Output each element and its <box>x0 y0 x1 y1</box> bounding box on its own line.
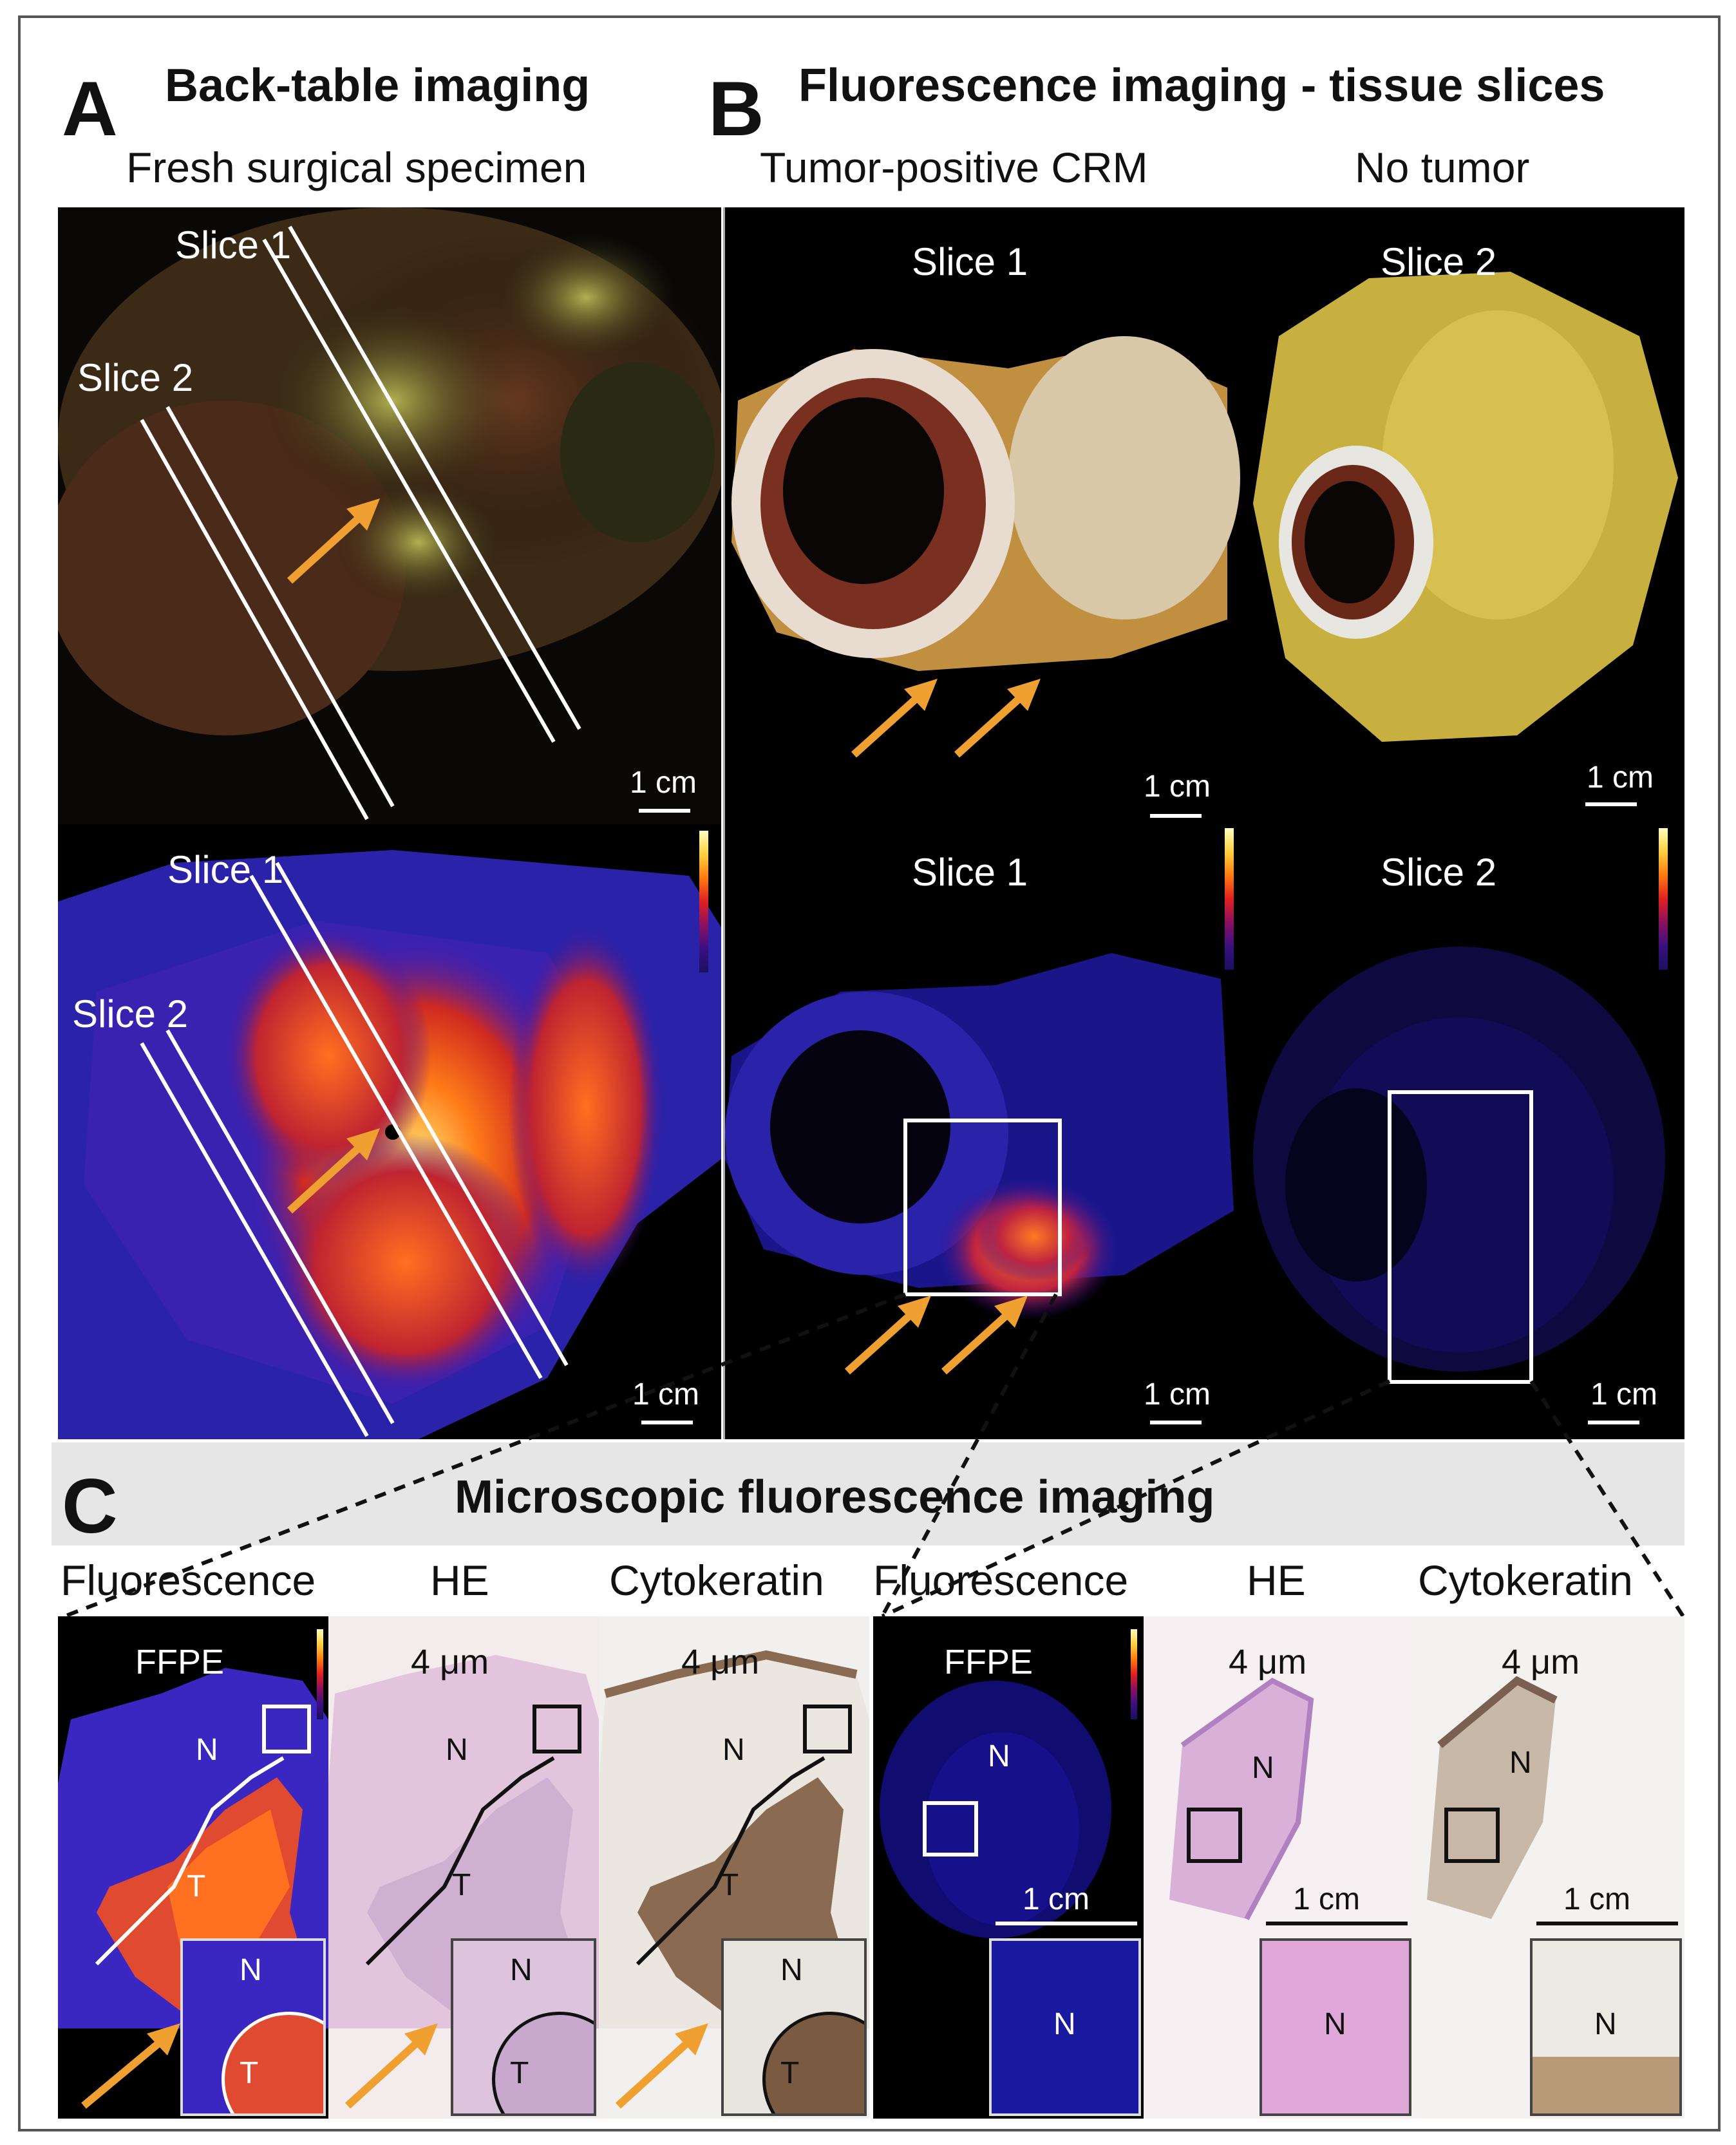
c-tile4-label: FFPE <box>944 1643 1033 1681</box>
c-tile6-n-label: N <box>1509 1746 1532 1780</box>
tumor-arrow-icon <box>344 2023 438 2109</box>
c-tile6-inset-n-label: N <box>1594 2007 1617 2041</box>
c-tile1-t-label: T <box>187 1869 206 1904</box>
b-bottom-slice2-label: Slice 2 <box>1381 851 1497 894</box>
b-bottom-slice1-scale-label: 1 cm <box>1144 1377 1211 1412</box>
panel-c-header-band <box>52 1442 1684 1545</box>
b-top-slice1-scale-label: 1 cm <box>1144 770 1211 804</box>
c-tile3-label: 4 μm <box>681 1643 760 1681</box>
c-tile3-n-label: N <box>722 1733 745 1767</box>
tumor-arrow-icon <box>851 679 938 758</box>
c-tile3-inset-t-label: T <box>780 2056 800 2090</box>
slice1-fluorescence-image: Slice 1 1 cm <box>725 824 1240 1439</box>
c-tile2-t-label: T <box>452 1868 471 1902</box>
c-tile2-inset: N T <box>451 1938 596 2116</box>
tumor-arrow-icon <box>287 1128 380 1214</box>
c-tile4-inset: N <box>989 1938 1141 2116</box>
tumor-arrow-icon <box>615 2023 708 2109</box>
heat-colorbar <box>1659 828 1668 970</box>
panel-divider <box>723 207 725 1439</box>
tumor-arrow-icon <box>287 498 380 584</box>
c-cytokeratin-normal-image: 4 μm N 1 cm N <box>1414 1616 1684 2119</box>
panel-a-letter: A <box>62 66 118 152</box>
tumor-arrow-icon <box>81 2023 180 2109</box>
b-top-slice2-scale-label: 1 cm <box>1587 761 1654 795</box>
c-cytokeratin-tumor-image: 4 μm N T N T <box>599 1616 869 2119</box>
specimen-photo-image: Slice 1 Slice 2 1 cm <box>58 207 721 824</box>
c-tile5-label: 4 μm <box>1229 1643 1307 1681</box>
c-tile5-inset-n-label: N <box>1324 2007 1346 2041</box>
c-ffpe-tumor-image: FFPE N T N T <box>58 1616 328 2119</box>
panel-a-title: Back-table imaging <box>165 60 590 111</box>
c-tile1-n-label: N <box>196 1733 218 1767</box>
a-bottom-scale-label: 1 cm <box>632 1377 700 1412</box>
panel-b-col1-header: Tumor-positive CRM <box>760 144 1148 191</box>
b-top-slice2-label: Slice 2 <box>1381 240 1497 283</box>
c-tile4-n-label: N <box>988 1739 1010 1773</box>
panel-a-subtitle: Fresh surgical specimen <box>126 144 587 191</box>
c-tile4-inset-n-label: N <box>1053 2007 1076 2041</box>
c-tile2-inset-t-label: T <box>510 2056 529 2090</box>
c-tile2-label: 4 μm <box>411 1643 489 1681</box>
a-top-slice1-label: Slice 1 <box>175 223 292 267</box>
c-tile3-inset-n-label: N <box>780 1953 803 1987</box>
c-tile5-inset: N <box>1260 1938 1411 2116</box>
b-top-slice1-label: Slice 1 <box>912 240 1028 283</box>
c-header-he-1: HE <box>430 1556 489 1604</box>
c-tile2-n-label: N <box>446 1733 468 1767</box>
c-header-cytokeratin-2: Cytokeratin <box>1418 1556 1633 1604</box>
panel-b-title: Fluorescence imaging - tissue slices <box>798 60 1605 111</box>
tumor-arrow-icon <box>954 679 1041 758</box>
c-header-cytokeratin-1: Cytokeratin <box>609 1556 824 1604</box>
c-tile5-n-label: N <box>1252 1751 1274 1785</box>
specimen-fluorescence-image: Slice 1 Slice 2 1 cm <box>58 824 721 1439</box>
c-tile6-inset: N <box>1530 1938 1682 2116</box>
c-tile6-label: 4 μm <box>1502 1643 1580 1681</box>
c-tile4-scale-label: 1 cm <box>1023 1882 1090 1916</box>
c-tile6-scale-label: 1 cm <box>1563 1882 1631 1916</box>
a-top-scale-label: 1 cm <box>630 766 697 800</box>
b-bottom-slice2-scale-label: 1 cm <box>1590 1377 1658 1412</box>
c-header-he-2: HE <box>1247 1556 1306 1604</box>
c-tile5-scale-label: 1 cm <box>1293 1882 1361 1916</box>
figure-frame <box>18 15 1721 2131</box>
tumor-arrow-icon <box>844 1296 931 1375</box>
a-top-slice2-label: Slice 2 <box>77 356 194 399</box>
c-tile1-inset-n-label: N <box>240 1953 262 1987</box>
panel-b-letter: B <box>708 66 764 152</box>
c-tile1-label: FFPE <box>135 1643 225 1681</box>
slice2-photo-image: Slice 2 1 cm <box>1240 207 1684 824</box>
c-tile1-inset: N T <box>180 1938 326 2116</box>
b-bottom-slice1-label: Slice 1 <box>912 851 1028 894</box>
a-bottom-slice1-label: Slice 1 <box>167 848 284 891</box>
c-ffpe-normal-image: FFPE N 1 cm N <box>873 1616 1144 2119</box>
a-bottom-slice2-label: Slice 2 <box>72 992 189 1035</box>
panel-c-letter: C <box>62 1463 118 1549</box>
c-tile3-t-label: T <box>720 1868 739 1902</box>
panel-c-title: Microscopic fluorescence imaging <box>455 1471 1215 1523</box>
c-header-fluorescence-1: Fluorescence <box>61 1556 316 1604</box>
c-he-tumor-image: 4 μm N T N T <box>328 1616 599 2119</box>
heat-colorbar <box>699 831 708 972</box>
c-tile1-inset-t-label: T <box>240 2056 259 2090</box>
slice1-photo-image: Slice 1 1 cm <box>725 207 1240 824</box>
c-he-normal-image: 4 μm N 1 cm N <box>1144 1616 1414 2119</box>
c-tile2-inset-n-label: N <box>510 1953 533 1987</box>
tumor-arrow-icon <box>941 1296 1028 1375</box>
heat-colorbar <box>1225 828 1234 970</box>
c-header-fluorescence-2: Fluorescence <box>873 1556 1129 1604</box>
heat-colorbar <box>317 1629 323 1719</box>
slice2-fluorescence-image: Slice 2 1 cm <box>1240 824 1684 1439</box>
c-tile3-inset: N T <box>721 1938 867 2116</box>
heat-colorbar <box>1131 1629 1137 1719</box>
panel-b-col2-header: No tumor <box>1355 144 1530 191</box>
